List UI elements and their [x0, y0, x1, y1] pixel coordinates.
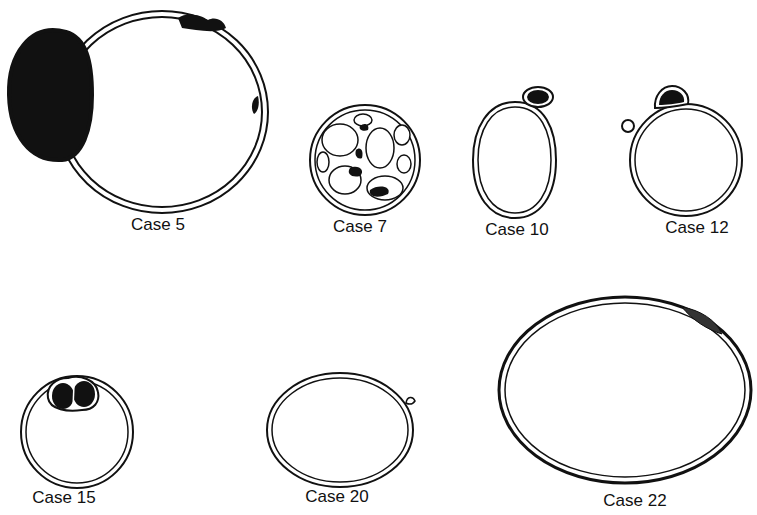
cyst-wall-outer [630, 104, 742, 216]
case-label: Case 12 [665, 219, 728, 236]
cyst-wall-inner [26, 381, 128, 483]
locule [366, 128, 394, 168]
locule [397, 155, 411, 173]
solid-component [355, 148, 362, 158]
cyst-wall-inner [635, 109, 737, 211]
case-10-cyst [473, 87, 556, 218]
cyst-wall-inner [478, 107, 551, 213]
septum [73, 384, 74, 408]
solid-nodule [659, 90, 684, 105]
case-label: Case 22 [603, 492, 666, 509]
nodule-capsule [48, 377, 99, 411]
mural-nodule [682, 307, 722, 334]
cyst-wall-outer [473, 102, 556, 218]
nodule-capsule [655, 86, 688, 108]
solid-nodule [52, 383, 74, 409]
locule [367, 176, 403, 200]
cyst-wall-outer [21, 376, 133, 488]
case-label: Case 10 [485, 221, 548, 238]
solid-nodule [9, 30, 92, 160]
locule [394, 125, 410, 145]
cyst-wall-inner [272, 378, 408, 482]
case-22-cyst [499, 297, 751, 483]
solid-component [370, 187, 389, 197]
solid-component [360, 124, 369, 131]
mural-nodule [252, 96, 259, 114]
locule [322, 124, 358, 156]
cyst-wall-outer [267, 373, 413, 487]
solid-nodule [527, 90, 549, 104]
mural-bump [406, 397, 415, 404]
daughter-cyst [622, 120, 634, 132]
cyst-wall-inner [315, 110, 415, 210]
nodule-capsule [523, 87, 553, 107]
case-7-cyst [310, 105, 420, 215]
cyst-wall-outer [499, 297, 751, 483]
cyst-wall-inner [505, 303, 745, 477]
case-label: Case 7 [333, 218, 387, 235]
case-label: Case 15 [32, 489, 95, 506]
mural-nodule [178, 14, 226, 31]
solid-nodule [73, 381, 95, 407]
case-label: Case 5 [131, 216, 185, 233]
cyst-wall-outer [310, 105, 420, 215]
case-5-cyst [9, 11, 268, 213]
case-15-cyst [21, 376, 133, 488]
case-12-cyst [622, 86, 742, 216]
case-label: Case 20 [305, 488, 368, 505]
solid-component [349, 167, 362, 177]
case-20-cyst [267, 373, 415, 487]
locule [317, 152, 329, 172]
